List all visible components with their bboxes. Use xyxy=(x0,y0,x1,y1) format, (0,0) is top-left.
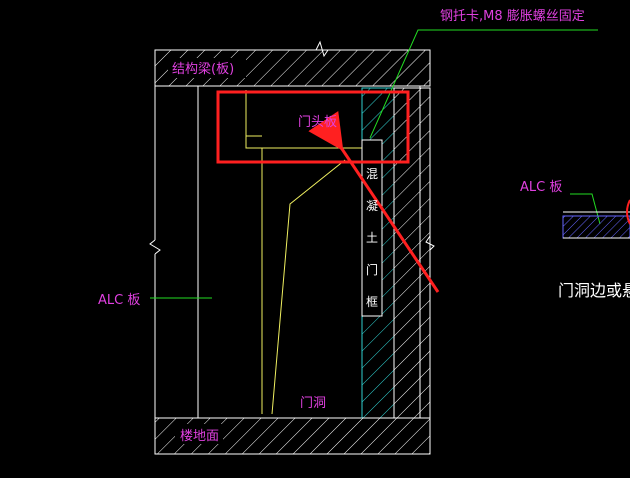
column-char: 凝 xyxy=(366,198,378,213)
right-wall xyxy=(362,86,435,419)
door-opening-label: 门洞 xyxy=(300,396,326,411)
highlight-box xyxy=(216,90,410,164)
left-outline xyxy=(149,86,199,418)
highlight-arrow xyxy=(308,111,440,293)
structural-beam xyxy=(154,40,431,87)
beam-label: 结构梁(板) xyxy=(172,62,234,77)
floor-label: 楼地面 xyxy=(180,429,219,444)
leader-lines xyxy=(150,29,601,299)
break-mark-right xyxy=(425,235,435,251)
alc-left-label: ALC 板 xyxy=(98,293,140,308)
column-char: 土 xyxy=(366,231,378,245)
door-edge-label: 门洞边或悬 xyxy=(558,281,630,300)
column-char: 框 xyxy=(366,295,378,309)
bracket-note-label: 钢托卡,M8 膨胀螺丝固定 xyxy=(440,9,585,24)
bracket-leader xyxy=(369,29,598,139)
alc-right-leader xyxy=(570,193,601,225)
alc-board-detail xyxy=(562,199,630,239)
alc-right-label: ALC 板 xyxy=(520,180,562,195)
floor-slab xyxy=(154,417,431,455)
column-char: 混 xyxy=(366,167,378,181)
header-board-geometry xyxy=(245,90,362,415)
break-mark-left xyxy=(149,239,161,255)
concrete-door-frame-column xyxy=(361,87,395,419)
column-char: 门 xyxy=(366,262,378,277)
header-board-label: 门头板 xyxy=(298,115,337,130)
break-mark-top xyxy=(315,40,329,58)
